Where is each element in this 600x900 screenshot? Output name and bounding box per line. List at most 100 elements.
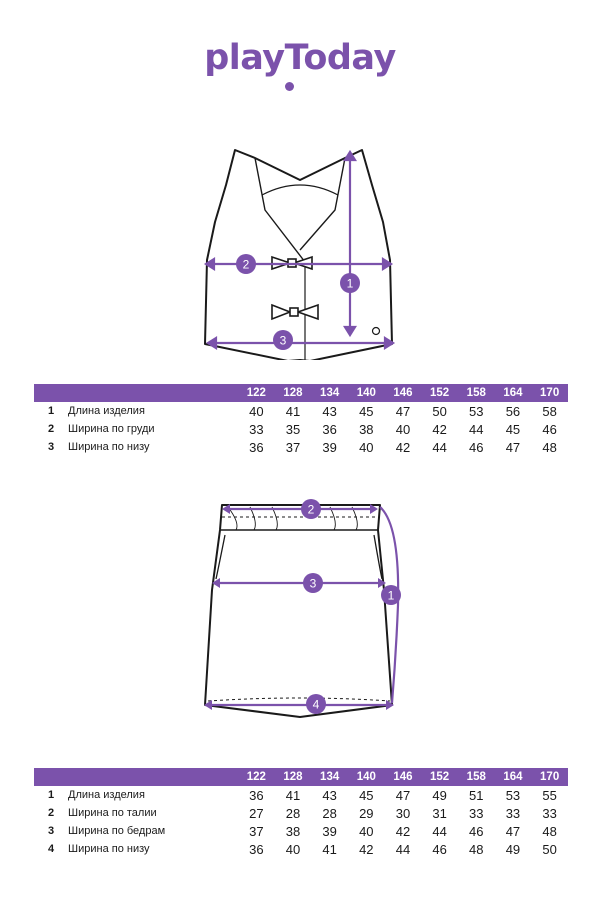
vest-table-header: 122 128 134 140 146 152 158 164 170 bbox=[34, 384, 568, 402]
cell: 51 bbox=[469, 787, 484, 803]
row-label: Ширина по груди bbox=[68, 423, 155, 435]
cell: 58 bbox=[542, 403, 557, 419]
cell: 44 bbox=[432, 823, 447, 839]
row-number: 1 bbox=[47, 405, 55, 417]
cell: 46 bbox=[542, 421, 557, 437]
size-col: 152 bbox=[421, 384, 458, 402]
cell: 33 bbox=[505, 805, 521, 821]
cell: 40 bbox=[359, 823, 374, 839]
cell: 53 bbox=[505, 787, 521, 803]
cell: 50 bbox=[432, 403, 447, 419]
size-col: 152 bbox=[421, 768, 458, 786]
cell: 43 bbox=[322, 787, 337, 803]
table-row: 2 Ширина по груди 33 35 36 38 40 42 44 4… bbox=[34, 420, 568, 438]
row-label: Ширина по талии bbox=[68, 807, 157, 819]
cell: 33 bbox=[542, 805, 557, 821]
cell: 44 bbox=[469, 421, 484, 437]
row-number: 1 bbox=[47, 789, 55, 801]
cell: 48 bbox=[542, 823, 557, 839]
table-row: 2 Ширина по талии 27 28 28 29 30 31 33 3… bbox=[34, 804, 568, 822]
row-label: Длина изделия bbox=[68, 405, 145, 417]
size-col: 146 bbox=[384, 384, 422, 402]
cell: 56 bbox=[505, 403, 521, 419]
cell: 42 bbox=[395, 823, 411, 839]
row-label: Длина изделия bbox=[68, 789, 145, 801]
cell: 36 bbox=[249, 841, 264, 857]
cell: 49 bbox=[432, 787, 447, 803]
table-row: 4 Ширина по низу 36 40 41 42 44 46 48 49… bbox=[34, 840, 568, 858]
skirt-drawing: 1 2 3 4 bbox=[204, 499, 401, 718]
cell: 39 bbox=[322, 439, 337, 455]
vest-marker-2: 2 bbox=[243, 258, 250, 272]
cell: 46 bbox=[469, 439, 484, 455]
cell: 38 bbox=[285, 823, 301, 839]
vest-marker-1: 1 bbox=[347, 277, 354, 291]
brand-logo: playToday bbox=[204, 38, 396, 78]
logo-dot bbox=[285, 82, 294, 91]
cell: 47 bbox=[395, 403, 411, 419]
skirt-marker-4: 4 bbox=[313, 698, 320, 712]
cell: 42 bbox=[432, 421, 447, 437]
cell: 47 bbox=[505, 439, 521, 455]
cell: 36 bbox=[249, 439, 264, 455]
size-col: 134 bbox=[311, 384, 348, 402]
size-col: 134 bbox=[311, 768, 348, 786]
cell: 44 bbox=[432, 439, 447, 455]
size-col: 164 bbox=[494, 768, 532, 786]
size-col: 122 bbox=[238, 384, 275, 402]
cell: 45 bbox=[505, 421, 521, 437]
vest-drawing: 1 2 3 bbox=[203, 149, 396, 360]
vest-size-table: 122 128 134 140 146 152 158 164 170 1 Дл… bbox=[34, 384, 568, 456]
skirt-marker-3: 3 bbox=[310, 577, 317, 591]
skirt-size-table: 122 128 134 140 146 152 158 164 170 1 Дл… bbox=[34, 768, 568, 858]
size-col: 164 bbox=[494, 384, 532, 402]
cell: 33 bbox=[469, 805, 484, 821]
size-col: 146 bbox=[384, 768, 422, 786]
cell: 50 bbox=[542, 841, 557, 857]
table-row: 1 Длина изделия 36 41 43 45 47 49 51 53 … bbox=[34, 786, 568, 804]
cell: 42 bbox=[359, 841, 374, 857]
cell: 35 bbox=[285, 421, 301, 437]
cell: 36 bbox=[322, 421, 337, 437]
row-label: Ширина по бедрам bbox=[68, 825, 166, 837]
cell: 40 bbox=[285, 841, 301, 857]
skirt-markers: 1 2 3 4 bbox=[301, 499, 401, 714]
cell: 41 bbox=[285, 787, 301, 803]
row-label: Ширина по низу bbox=[68, 441, 150, 453]
cell: 30 bbox=[395, 805, 411, 821]
cell: 53 bbox=[469, 403, 484, 419]
cell: 41 bbox=[322, 841, 337, 857]
size-col: 128 bbox=[274, 384, 312, 402]
row-number: 4 bbox=[47, 843, 55, 855]
skirt-table-header: 122 128 134 140 146 152 158 164 170 bbox=[34, 768, 568, 786]
size-col: 158 bbox=[457, 768, 495, 786]
row-label: Ширина по низу bbox=[68, 843, 150, 855]
table-row: 3 Ширина по низу 36 37 39 40 42 44 46 47… bbox=[34, 438, 568, 456]
cell: 28 bbox=[285, 805, 301, 821]
skirt-marker-2: 2 bbox=[308, 503, 315, 517]
vest-marker-3: 3 bbox=[280, 334, 287, 348]
cell: 42 bbox=[395, 439, 411, 455]
cell: 47 bbox=[505, 823, 521, 839]
table-row: 3 Ширина по бедрам 37 38 39 40 42 44 46 … bbox=[34, 822, 568, 840]
bow-bottom bbox=[271, 303, 319, 321]
vest-button bbox=[371, 326, 381, 336]
cell: 46 bbox=[469, 823, 484, 839]
cell: 37 bbox=[285, 439, 301, 455]
cell: 27 bbox=[249, 805, 264, 821]
cell: 40 bbox=[395, 421, 411, 437]
cell: 48 bbox=[469, 841, 484, 857]
cell: 40 bbox=[359, 439, 374, 455]
row-number: 2 bbox=[47, 807, 55, 819]
cell: 36 bbox=[249, 787, 264, 803]
size-col: 140 bbox=[347, 768, 385, 786]
cell: 44 bbox=[395, 841, 411, 857]
size-col: 170 bbox=[531, 768, 568, 786]
cell: 41 bbox=[285, 403, 301, 419]
skirt-marker-1: 1 bbox=[388, 589, 395, 603]
cell: 31 bbox=[432, 805, 447, 821]
row-number: 3 bbox=[47, 441, 55, 453]
size-col: 128 bbox=[274, 768, 312, 786]
cell: 43 bbox=[322, 403, 337, 419]
cell: 33 bbox=[249, 421, 264, 437]
